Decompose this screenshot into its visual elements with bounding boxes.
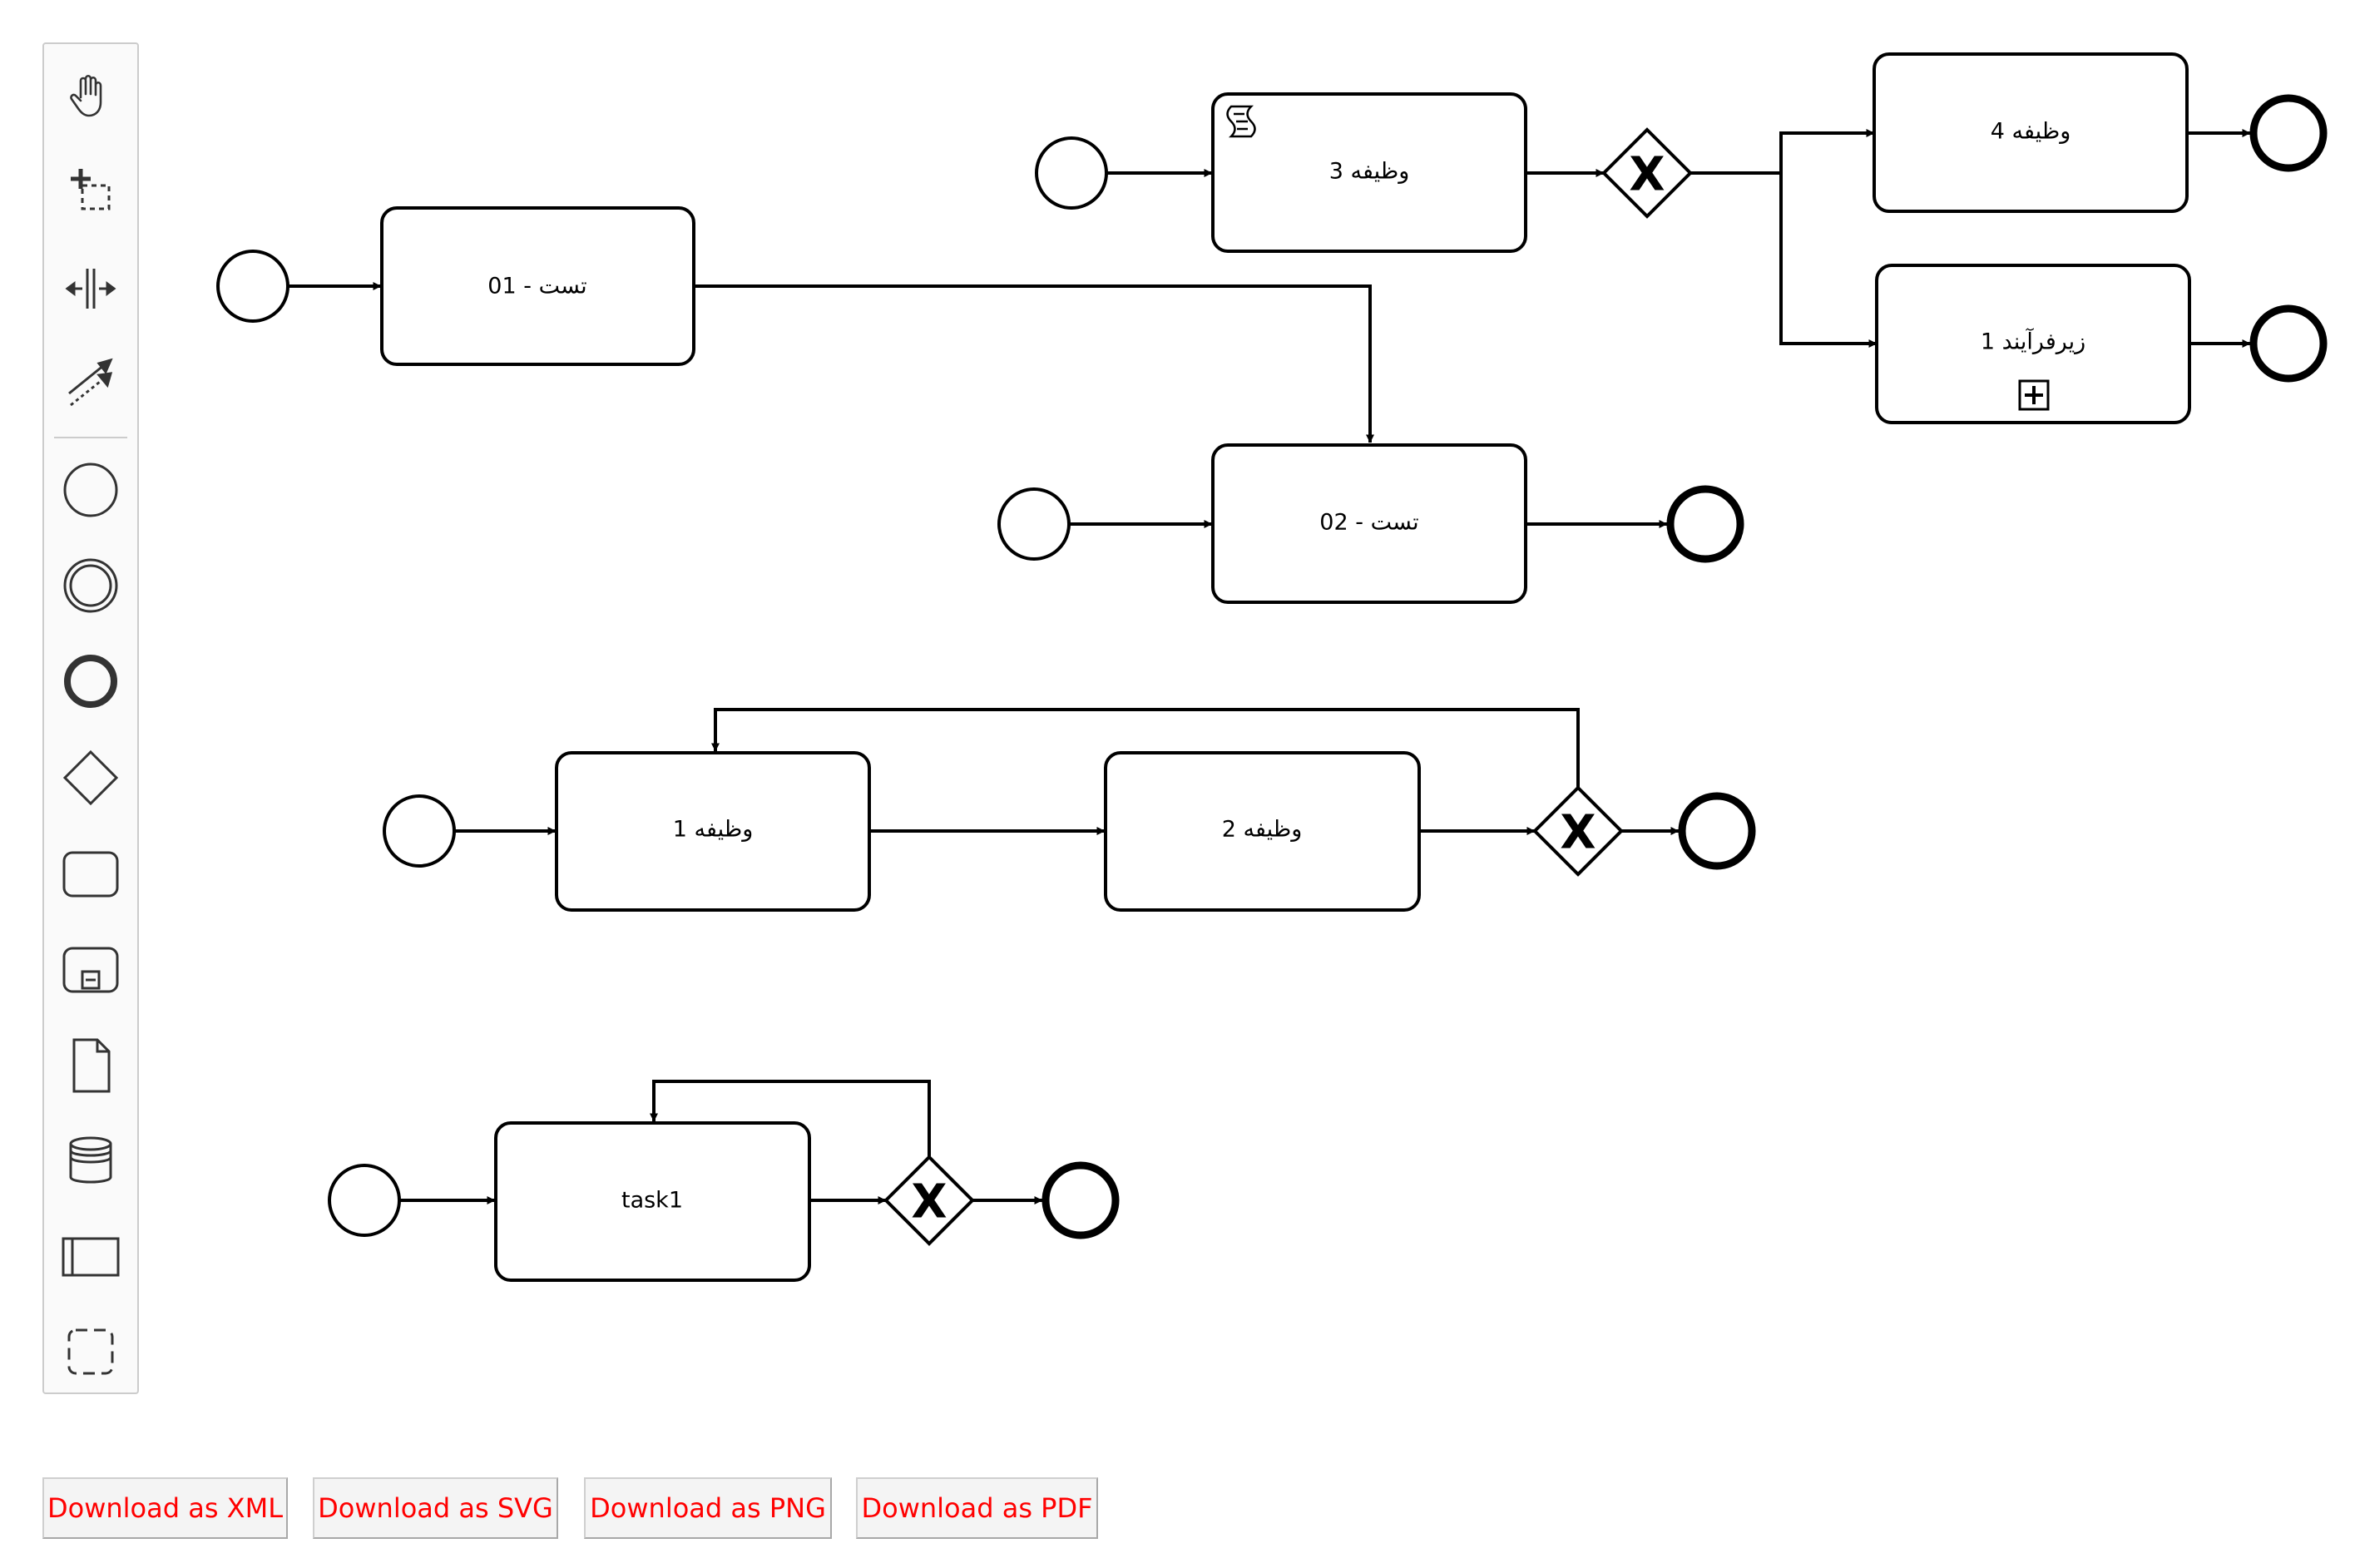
end-event-icon	[64, 655, 117, 708]
gateway-icon	[62, 749, 119, 806]
end-event[interactable]	[1666, 485, 1744, 563]
lasso-tool[interactable]	[44, 151, 137, 234]
task-label: وظیفه 1	[673, 817, 754, 843]
start-event[interactable]	[216, 250, 289, 323]
create-group[interactable]	[44, 1310, 137, 1393]
download-svg-button[interactable]: Download as SVG	[313, 1477, 558, 1539]
task-test-02[interactable]: تست - 02	[1211, 443, 1527, 604]
create-data-object[interactable]	[44, 1024, 137, 1107]
gateway-x-icon: X	[1629, 148, 1665, 202]
create-intermediate-event[interactable]	[44, 544, 137, 627]
sequence-flow[interactable]	[1690, 129, 1875, 175]
palette-separator	[54, 437, 127, 438]
sequence-flow-loop[interactable]	[650, 1080, 931, 1157]
start-event[interactable]	[383, 794, 456, 868]
subprocess-expand-icon	[2018, 379, 2050, 411]
start-event[interactable]	[328, 1164, 401, 1237]
task-label: وظیفه 4	[1991, 119, 2071, 145]
lasso-icon	[71, 169, 111, 210]
task-label: وظیفه 2	[1222, 817, 1303, 843]
end-event[interactable]	[2249, 304, 2328, 383]
create-task[interactable]	[44, 833, 137, 916]
tool-palette	[42, 42, 139, 1394]
end-event[interactable]	[1041, 1161, 1120, 1239]
create-gateway[interactable]	[44, 736, 137, 819]
space-tool[interactable]	[44, 247, 137, 330]
task-label: تست - 01	[487, 274, 586, 299]
create-pool[interactable]	[44, 1215, 137, 1298]
gateway-x-icon: X	[1560, 806, 1596, 860]
task-1-fa[interactable]: وظیفه 1	[555, 751, 871, 912]
global-connect-tool[interactable]	[44, 342, 137, 425]
exclusive-gateway[interactable]: X	[1601, 127, 1693, 219]
create-start-event[interactable]	[44, 448, 137, 532]
start-event[interactable]	[997, 487, 1071, 561]
task-label: تست - 02	[1319, 510, 1418, 536]
create-end-event[interactable]	[44, 640, 137, 723]
task-test-01[interactable]: تست - 01	[380, 206, 695, 366]
download-xml-button[interactable]: Download as XML	[42, 1477, 288, 1539]
group-icon	[67, 1328, 114, 1375]
sequence-flow-loop[interactable]	[711, 708, 1580, 788]
script-icon	[1226, 105, 1256, 138]
download-pdf-button[interactable]: Download as PDF	[856, 1477, 1098, 1539]
data-store-icon	[69, 1136, 112, 1184]
script-task-3[interactable]: وظیفه 3	[1211, 92, 1527, 253]
pool-icon	[62, 1237, 120, 1277]
hand-icon	[70, 74, 102, 117]
task-label: زیرفرآیند 1	[1981, 329, 2085, 355]
end-event[interactable]	[2249, 94, 2328, 172]
subprocess-icon	[62, 947, 119, 993]
task-2-fa[interactable]: وظیفه 2	[1104, 751, 1421, 912]
create-subprocess[interactable]	[44, 928, 137, 1012]
gateway-x-icon: X	[911, 1175, 947, 1229]
task-4[interactable]: وظیفه 4	[1873, 52, 2189, 213]
task-icon	[62, 851, 119, 898]
exclusive-gateway[interactable]: X	[883, 1155, 975, 1246]
hand-tool[interactable]	[44, 54, 137, 137]
task-task1[interactable]: task1	[494, 1121, 811, 1282]
sequence-flow[interactable]	[694, 284, 1374, 443]
start-event-icon	[63, 462, 118, 517]
download-png-button[interactable]: Download as PNG	[584, 1477, 832, 1539]
start-event[interactable]	[1035, 136, 1108, 210]
collapsed-subprocess-1[interactable]: زیرفرآیند 1	[1875, 264, 2191, 424]
space-icon	[65, 269, 116, 309]
task-label: وظیفه 3	[1329, 159, 1410, 185]
intermediate-event-icon	[63, 558, 118, 613]
exclusive-gateway[interactable]: X	[1532, 785, 1624, 877]
task-label: task1	[621, 1188, 683, 1214]
data-object-icon	[72, 1038, 111, 1093]
create-data-store[interactable]	[44, 1119, 137, 1202]
connect-arrow-icon	[68, 358, 113, 407]
end-event[interactable]	[1678, 792, 1756, 870]
sequence-flow[interactable]	[1779, 173, 1878, 348]
